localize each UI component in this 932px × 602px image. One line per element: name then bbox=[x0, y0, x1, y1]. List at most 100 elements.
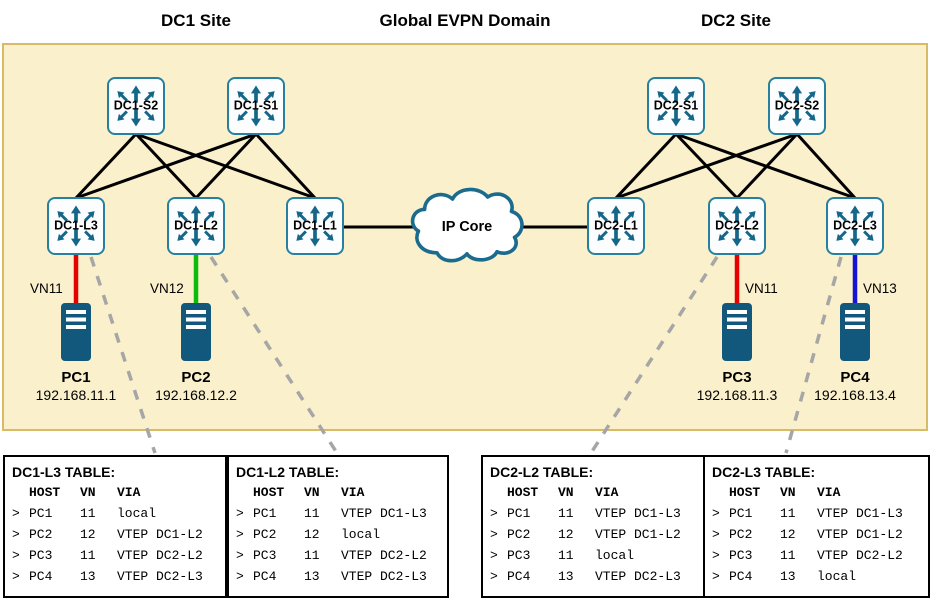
cell-vn: 13 bbox=[80, 569, 96, 584]
cell-host: PC3 bbox=[507, 548, 531, 563]
row-marker: > bbox=[712, 527, 720, 542]
cell-via: local bbox=[817, 569, 857, 584]
switch-dc2-l1: DC2-L1 bbox=[587, 197, 645, 255]
cell-vn: 11 bbox=[780, 506, 796, 521]
cell-vn: 13 bbox=[780, 569, 796, 584]
pc-ip: 192.168.13.4 bbox=[814, 387, 896, 403]
pc3-caption: PC3 192.168.11.3 bbox=[667, 369, 807, 404]
row-marker: > bbox=[12, 506, 20, 521]
cell-vn: 11 bbox=[304, 506, 320, 521]
cell-via: local bbox=[341, 527, 381, 542]
table-title: DC1-L3 TABLE: bbox=[12, 464, 116, 480]
table-dc1-l2: DC1-L2 TABLE: HOST VN VIA > PC1 11 VTEP … bbox=[227, 455, 449, 598]
vn-label-pc2: VN12 bbox=[150, 281, 184, 296]
table-row: > PC2 12 VTEP DC1-L2 bbox=[712, 524, 928, 545]
switch-label: DC2-L2 bbox=[715, 218, 759, 233]
switch-label: DC1-S1 bbox=[233, 98, 279, 113]
link-dc2s1-dc2l1 bbox=[614, 132, 678, 200]
table-dc2-l3: DC2-L3 TABLE: HOST VN VIA > PC1 11 VTEP … bbox=[703, 455, 930, 598]
switch-label: DC2-L1 bbox=[594, 218, 638, 233]
dc1-site-title: DC1 Site bbox=[161, 11, 231, 30]
row-marker: > bbox=[490, 569, 498, 584]
row-marker: > bbox=[236, 569, 244, 584]
cell-host: PC3 bbox=[253, 548, 277, 563]
table-row: > PC1 11 VTEP DC1-L3 bbox=[490, 503, 703, 524]
table-row: > PC3 11 local bbox=[490, 545, 703, 566]
cell-host: PC4 bbox=[253, 569, 277, 584]
cell-via: VTEP DC2-L3 bbox=[341, 569, 427, 584]
cell-via: VTEP DC2-L3 bbox=[117, 569, 203, 584]
cell-vn: 11 bbox=[80, 506, 96, 521]
switch-label: DC1-L2 bbox=[174, 218, 218, 233]
col-vn: VN bbox=[558, 485, 574, 500]
cell-via: VTEP DC2-L3 bbox=[595, 569, 681, 584]
pc1-tower-icon bbox=[61, 303, 91, 361]
cell-vn: 12 bbox=[780, 527, 796, 542]
switch-label: DC1-L1 bbox=[293, 218, 337, 233]
ip-core-cloud-icon bbox=[410, 187, 524, 263]
col-via: VIA bbox=[117, 485, 141, 500]
cell-host: PC2 bbox=[253, 527, 277, 542]
cell-vn: 11 bbox=[780, 548, 796, 563]
cell-host: PC4 bbox=[507, 569, 531, 584]
cell-vn: 13 bbox=[558, 569, 574, 584]
pc4-caption: PC4 192.168.13.4 bbox=[785, 369, 925, 404]
row-marker: > bbox=[236, 548, 244, 563]
table-dc1-l3: DC1-L3 TABLE: HOST VN VIA > PC1 11 local… bbox=[3, 455, 227, 598]
callout-dc2l2-table bbox=[589, 256, 719, 454]
cell-vn: 12 bbox=[304, 527, 320, 542]
row-marker: > bbox=[712, 548, 720, 563]
cell-via: VTEP DC1-L2 bbox=[595, 527, 681, 542]
callout-dc2l3-table bbox=[784, 256, 843, 454]
cell-host: PC1 bbox=[253, 506, 277, 521]
col-via: VIA bbox=[817, 485, 841, 500]
pc3-tower-icon bbox=[722, 303, 752, 361]
table-row: > PC4 13 VTEP DC2-L3 bbox=[12, 566, 225, 587]
row-marker: > bbox=[236, 527, 244, 542]
table-title: DC2-L3 TABLE: bbox=[712, 464, 816, 480]
col-vn: VN bbox=[80, 485, 96, 500]
pc1-caption: PC1 192.168.11.1 bbox=[6, 369, 146, 404]
table-title: DC2-L2 TABLE: bbox=[490, 464, 594, 480]
table-title: DC1-L2 TABLE: bbox=[236, 464, 340, 480]
pc-name: PC2 bbox=[181, 369, 211, 386]
table-row: > PC1 11 VTEP DC1-L3 bbox=[236, 503, 447, 524]
col-vn: VN bbox=[780, 485, 796, 500]
switch-dc1-s1: DC1-S1 bbox=[227, 77, 285, 135]
cell-via: VTEP DC1-L2 bbox=[117, 527, 203, 542]
switch-label: DC2-S1 bbox=[653, 98, 699, 113]
switch-dc2-s2: DC2-S2 bbox=[768, 77, 826, 135]
cell-host: PC4 bbox=[729, 569, 753, 584]
switch-label: DC1-S2 bbox=[113, 98, 159, 113]
pc-ip: 192.168.11.3 bbox=[696, 387, 778, 403]
cell-via: local bbox=[595, 548, 635, 563]
cell-host: PC4 bbox=[29, 569, 53, 584]
row-marker: > bbox=[12, 548, 20, 563]
row-marker: > bbox=[12, 527, 20, 542]
col-host: HOST bbox=[507, 485, 539, 500]
col-via: VIA bbox=[595, 485, 619, 500]
vn-label-pc3: VN11 bbox=[745, 281, 778, 296]
cell-via: VTEP DC2-L2 bbox=[341, 548, 427, 563]
col-host: HOST bbox=[729, 485, 761, 500]
pc4-tower-icon bbox=[840, 303, 870, 361]
table-header-row: HOST VN VIA bbox=[12, 482, 225, 503]
link-dc2s2-dc2l1 bbox=[615, 132, 798, 200]
table-dc2-l2: DC2-L2 TABLE: HOST VN VIA > PC1 11 VTEP … bbox=[481, 455, 705, 598]
row-marker: > bbox=[490, 527, 498, 542]
link-dc1s1-dc1l3 bbox=[75, 132, 257, 200]
link-dc2s2-dc2l3 bbox=[795, 132, 857, 200]
cell-host: PC1 bbox=[729, 506, 753, 521]
switch-label: DC2-L3 bbox=[833, 218, 877, 233]
col-via: VIA bbox=[341, 485, 365, 500]
link-dc1s1-dc1l2 bbox=[194, 132, 258, 200]
switch-dc1-l3: DC1-L3 bbox=[47, 197, 105, 255]
cell-vn: 11 bbox=[558, 548, 574, 563]
row-marker: > bbox=[712, 569, 720, 584]
link-dc2s2-dc2l2 bbox=[735, 132, 799, 200]
switch-dc1-l2: DC1-L2 bbox=[167, 197, 225, 255]
callout-dc1l3-table bbox=[89, 256, 157, 454]
pc-name: PC1 bbox=[61, 369, 91, 386]
table-row: > PC3 11 VTEP DC2-L2 bbox=[712, 545, 928, 566]
link-dc1s2-dc1l3 bbox=[74, 132, 138, 200]
